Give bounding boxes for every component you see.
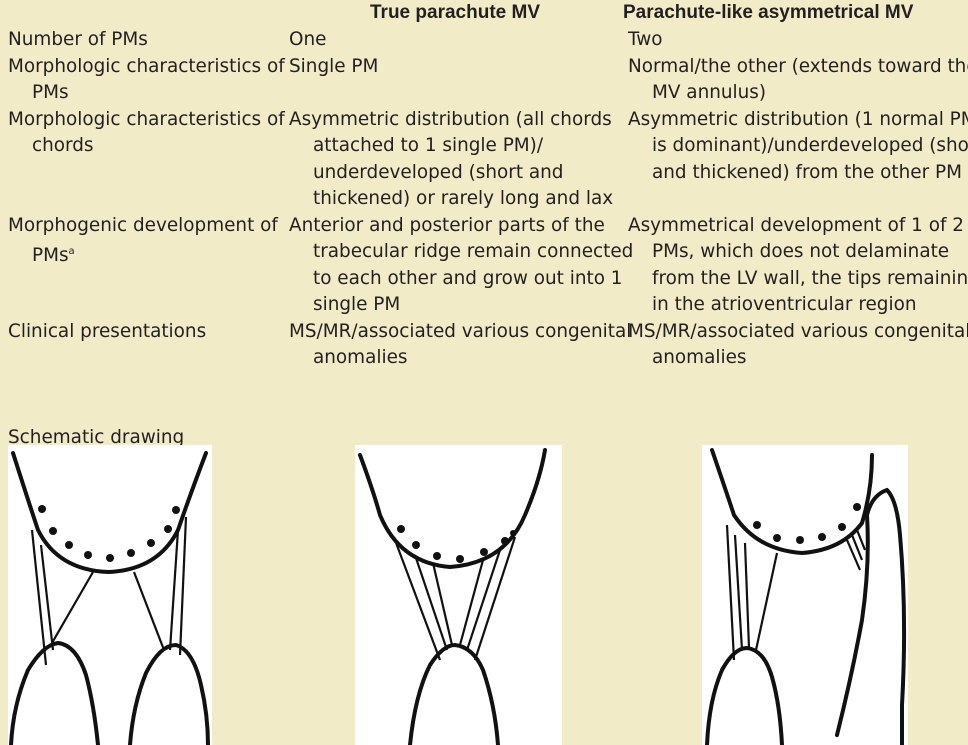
asym-mv-cell: Asymmetric distribution (1 normal PM is … bbox=[628, 108, 968, 183]
asym-mv-cell: Normal/the other (extends toward the MV … bbox=[628, 55, 968, 104]
true-mv-cell: MS/MR/associated various congenital anom… bbox=[289, 320, 638, 369]
schematic-drawing-true-parachute bbox=[355, 445, 562, 745]
row-label: Clinical presentations bbox=[8, 320, 207, 342]
table-row: Morphologic characteristics of chords As… bbox=[0, 107, 968, 213]
table-row: Morphogenic development of PMsa Anterior… bbox=[0, 213, 968, 319]
asym-mv-cell: MS/MR/associated various congenital anom… bbox=[628, 320, 968, 369]
schematic-label: Schematic drawing bbox=[8, 426, 185, 448]
asym-mv-cell: Two bbox=[628, 29, 663, 50]
row-label: Morphologic characteristics of chords bbox=[8, 108, 291, 157]
footnote-marker: a bbox=[68, 246, 75, 257]
asym-mv-cell: Asymmetrical development of 1 of 2 PMs, … bbox=[628, 214, 968, 316]
table-row: Morphologic characteristics of PMs Singl… bbox=[0, 54, 968, 107]
row-label: Number of PMs bbox=[8, 29, 148, 50]
true-mv-cell: Asymmetric distribution (all chords atta… bbox=[289, 108, 618, 210]
true-mv-cell: Single PM bbox=[289, 55, 379, 77]
parachute-like-diagram bbox=[705, 448, 907, 745]
schematic-drawing-parachute-like bbox=[702, 445, 908, 745]
column-header-parachute-like: Parachute-like asymmetrical MV bbox=[623, 2, 914, 23]
row-label: Morphologic characteristics of PMs bbox=[8, 55, 291, 104]
true-mv-cell: Anterior and posterior parts of the trab… bbox=[289, 214, 640, 316]
table-row: Clinical presentations MS/MR/associated … bbox=[0, 319, 968, 372]
table-row: Number of PMs One Two bbox=[0, 27, 968, 54]
column-header-true-parachute: True parachute MV bbox=[370, 2, 540, 23]
row-label: Morphogenic development of PMsa bbox=[8, 213, 302, 270]
comparison-table: Number of PMs One Two Morphologic charac… bbox=[0, 27, 968, 528]
true-mv-cell: One bbox=[289, 29, 327, 50]
true-parachute-diagram bbox=[358, 448, 547, 745]
table-row: Schematic drawing (Normal) bbox=[0, 372, 968, 528]
row-label-text: Morphogenic development of PMs bbox=[8, 214, 284, 267]
schematic-drawing-normal bbox=[8, 445, 212, 745]
normal-mv-diagram bbox=[9, 451, 210, 745]
